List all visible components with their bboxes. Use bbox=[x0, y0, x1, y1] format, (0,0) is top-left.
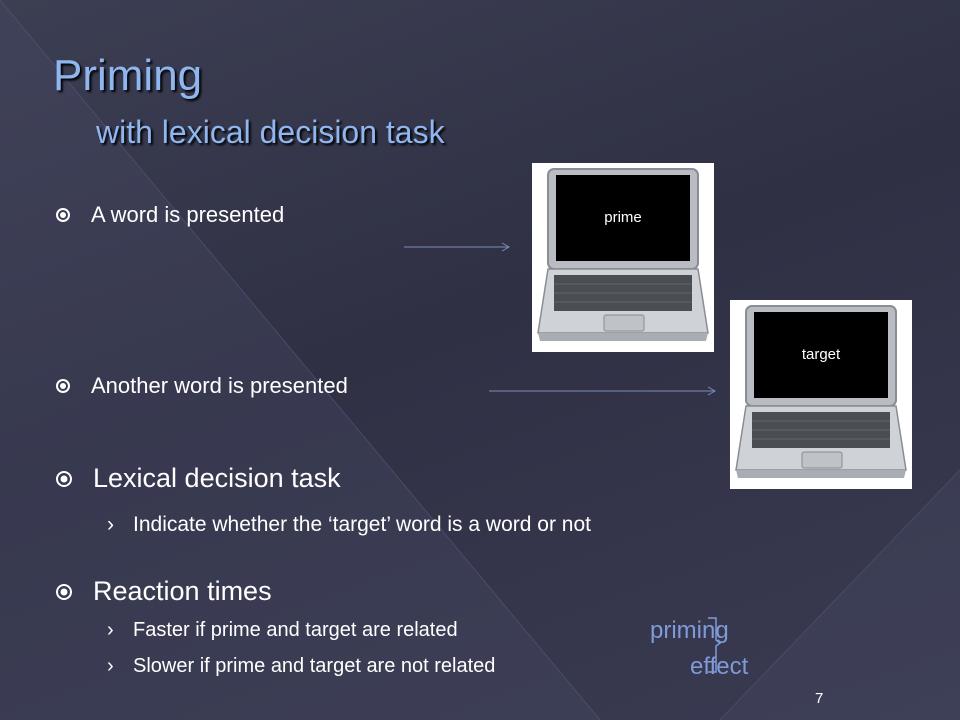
chevron-icon: › bbox=[107, 655, 114, 677]
slide-subtitle: with lexical decision task bbox=[96, 114, 445, 150]
bullet-another-word: Another word is presented bbox=[56, 373, 348, 399]
laptop-icon bbox=[735, 305, 907, 478]
bullet-reaction-times: Reaction times bbox=[56, 576, 272, 607]
laptop-prime-image: prime bbox=[532, 163, 714, 352]
bullet-word-presented: A word is presented bbox=[56, 202, 284, 228]
bullet-lexical-decision: Lexical decision task bbox=[56, 463, 341, 494]
slide-title: Priming bbox=[53, 51, 203, 100]
subbullet-text: Faster if prime and target are related bbox=[133, 619, 458, 641]
prime-screen-label: prime bbox=[604, 209, 642, 226]
chevron-icon: › bbox=[107, 619, 114, 641]
bullet-circle-icon bbox=[56, 583, 72, 600]
bullet-circle-icon bbox=[56, 470, 72, 487]
chevron-icon: › bbox=[107, 513, 114, 536]
subbullet-slower: › Slower if prime and target are not rela… bbox=[107, 655, 495, 678]
subbullet-text: Slower if prime and target are not relat… bbox=[133, 655, 496, 677]
bullet-text: Another word is presented bbox=[91, 373, 348, 398]
bullet-text: Lexical decision task bbox=[93, 463, 341, 493]
target-screen-label: target bbox=[801, 346, 841, 363]
bullet-circle-icon bbox=[56, 208, 70, 222]
subbullet-faster: › Faster if prime and target are related bbox=[107, 619, 458, 642]
laptop-icon bbox=[537, 168, 709, 341]
priming-label: priming bbox=[650, 617, 729, 644]
effect-bracket bbox=[708, 617, 722, 673]
effect-label: effect bbox=[690, 653, 749, 680]
bullet-text: Reaction times bbox=[93, 576, 272, 606]
bullet-circle-icon bbox=[56, 379, 70, 393]
subbullet-text: Indicate whether the ‘target’ word is a … bbox=[133, 513, 591, 536]
bullet-text: A word is presented bbox=[91, 202, 285, 227]
subbullet-indicate: › Indicate whether the ‘target’ word is a… bbox=[107, 513, 591, 537]
page-number: 7 bbox=[815, 690, 824, 707]
laptop-target-image: target bbox=[730, 300, 912, 489]
